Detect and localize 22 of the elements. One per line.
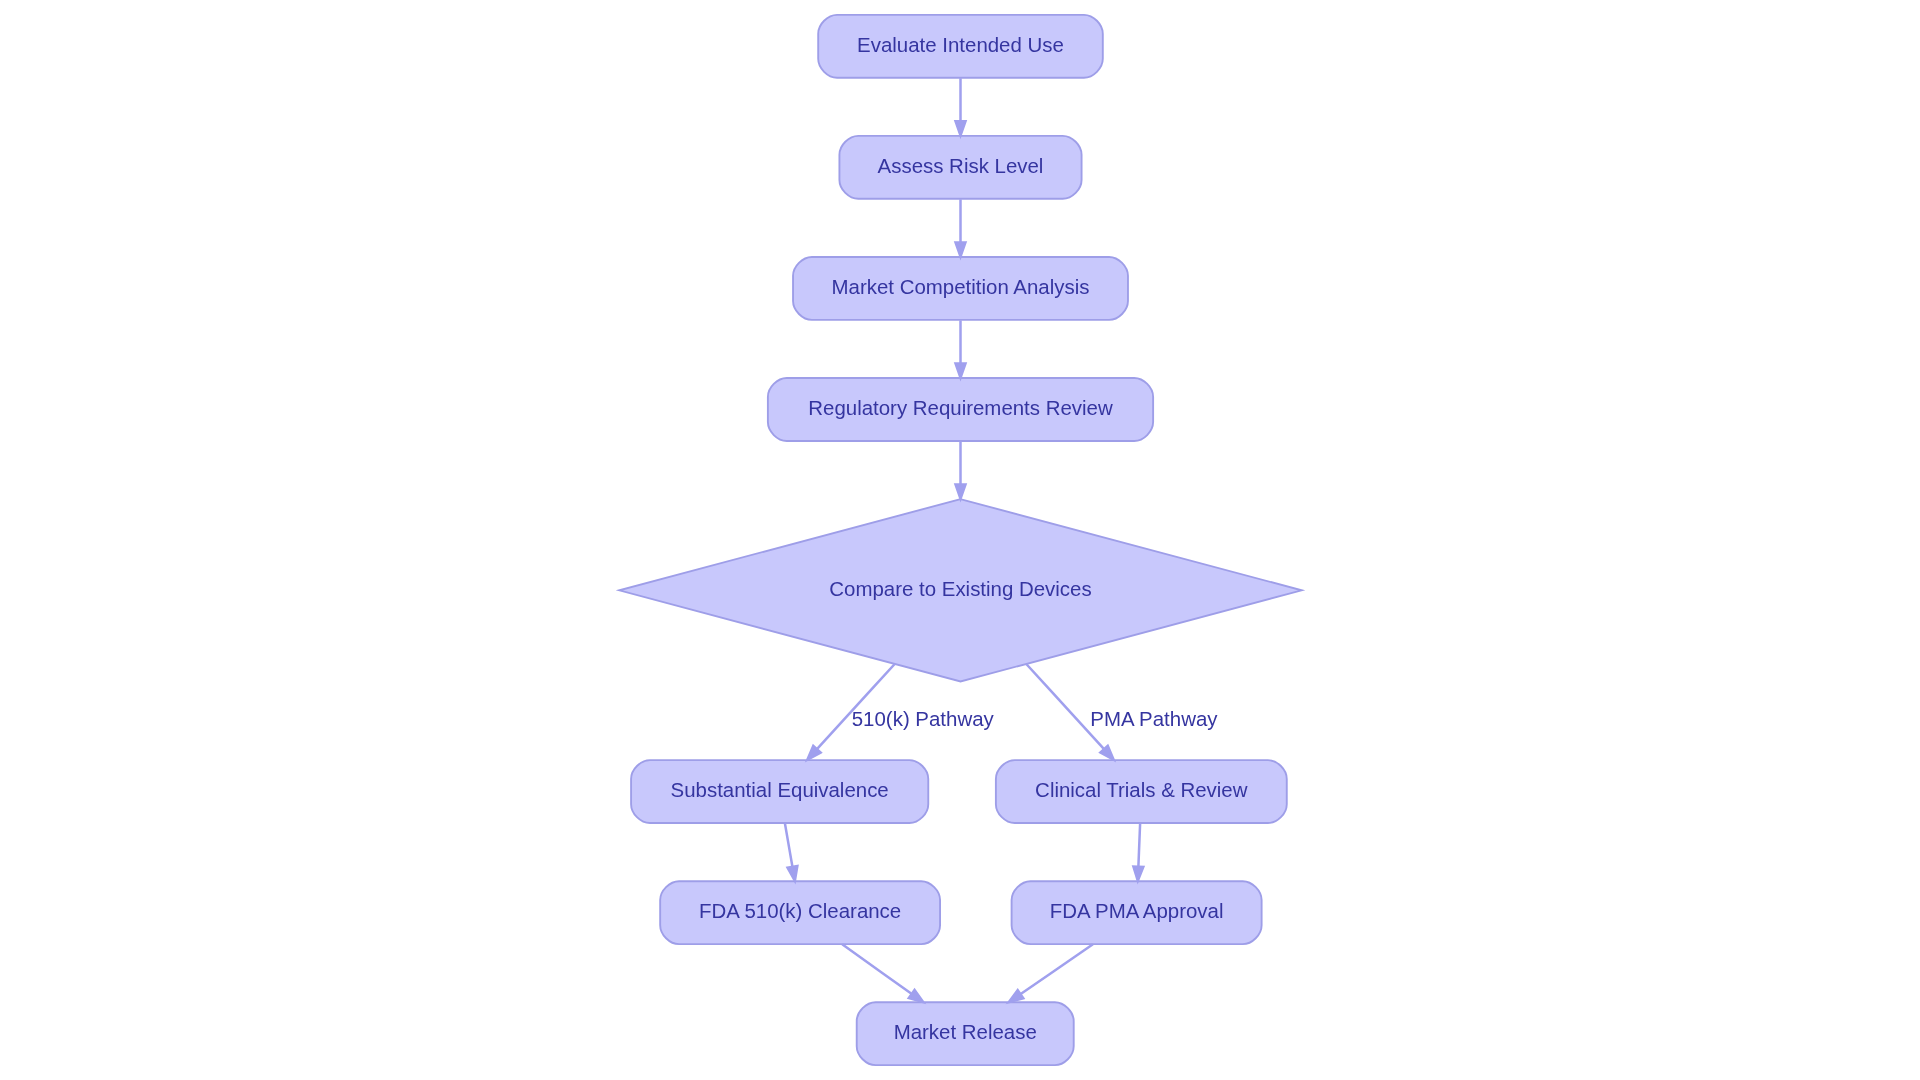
node-box: FDA PMA Approval (1010, 880, 1263, 946)
edge-label: 510(k) Pathway (851, 707, 994, 731)
arrow (783, 823, 799, 885)
arrow (953, 199, 967, 261)
node-box: Clinical Trials & Review (994, 759, 1288, 824)
arrow (1024, 663, 1116, 763)
arrow (953, 441, 967, 503)
arrow (804, 663, 896, 763)
arrow (953, 78, 967, 140)
node-box: Regulatory Requirements Review (766, 377, 1154, 442)
node-box: Evaluate Intended Use (816, 13, 1104, 79)
node-box: Assess Risk Level (838, 134, 1082, 200)
arrow (841, 943, 926, 1005)
node-box: Market Competition Analysis (791, 256, 1129, 321)
arrow (1131, 823, 1145, 885)
node-box: Market Release (855, 1001, 1075, 1067)
node-diamond: Compare to Existing Devices (615, 498, 1305, 683)
node-box: Substantial Equivalence (629, 759, 929, 824)
arrow (953, 320, 967, 382)
arrow (1005, 943, 1094, 1005)
node-box: FDA 510(k) Clearance (658, 880, 941, 946)
edge-label: PMA Pathway (1089, 707, 1218, 731)
